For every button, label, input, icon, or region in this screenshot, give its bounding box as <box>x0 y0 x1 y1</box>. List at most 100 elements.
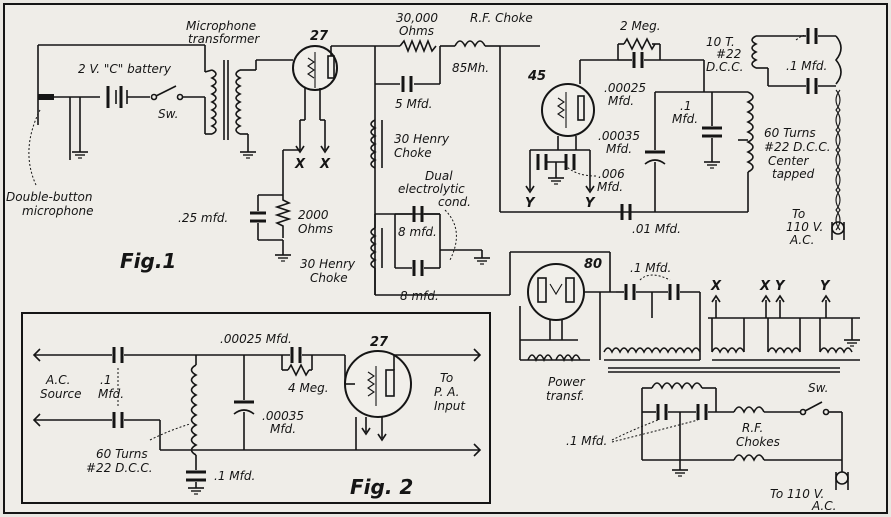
cap-1mfd-line-label: .1 Mfd. <box>786 59 827 73</box>
choke-30henry-1 <box>370 119 383 169</box>
microphone-transformer <box>204 60 257 159</box>
outer-frame <box>3 3 888 514</box>
cap-5mfd <box>374 46 441 295</box>
cathode-bias-network <box>250 149 300 262</box>
cap-1mfd-power-label: .1 Mfd. <box>566 434 607 448</box>
tank-circuit <box>702 60 754 212</box>
rf-choke-85mh <box>454 40 500 48</box>
resistor-30000 <box>375 38 455 54</box>
fig2-cap-00035-label-1: .00035 <box>262 409 304 423</box>
mic-transformer-label-1: Microphone <box>186 19 256 33</box>
fig2-cap-00035-label-2: Mfd. <box>270 422 296 436</box>
fig2-circuit <box>21 312 491 504</box>
sw2-label: Sw. <box>808 381 828 395</box>
cap-01-label: .01 Mfd. <box>632 222 681 236</box>
cap-00035-variable <box>644 91 704 212</box>
choke-30h-label-2: Choke <box>394 146 432 160</box>
svg-text:Y: Y <box>525 196 536 211</box>
fig2-cap-00025-label: .00025 Mfd. <box>220 332 292 346</box>
cap-006-label-2: Mfd. <box>597 180 623 194</box>
power-transformer: X X Y Y <box>603 279 861 373</box>
rf-chokes-label-2: Chokes <box>736 435 780 449</box>
coupling-coil-10t <box>751 28 845 240</box>
fig2-ac-source-label-2: Source <box>40 387 81 401</box>
to-110v-label-1: To <box>792 207 805 221</box>
fig1-title: Fig.1 <box>120 249 176 273</box>
to-110v-label-2: 110 V. <box>786 220 823 234</box>
cap-00035-label-1: .00035 <box>598 129 640 143</box>
power-transf-label-1: Power <box>548 375 586 389</box>
microphone-label-1: Double-button <box>6 190 92 204</box>
cap-1mfd-tank-label-1: .1 <box>680 99 691 113</box>
power-transf-label-2: transf. <box>546 389 585 403</box>
line-filter <box>611 382 849 490</box>
tube-27: X X <box>256 45 375 172</box>
coil-10t-label-3: D.C.C. <box>706 60 743 74</box>
coil-60t-label-4: tapped <box>772 167 815 181</box>
microphone-label-2: microphone <box>22 204 93 218</box>
svg-text:Y: Y <box>775 279 786 294</box>
fig2-to-pa-label-2: P. A. <box>434 385 459 399</box>
coil-10t-label-1: 10 T. <box>706 35 735 49</box>
svg-text:X: X <box>294 157 306 172</box>
fig2-coil-60t-label-1: 60 Turns <box>96 447 148 461</box>
cap-00025-label-1: .00025 <box>604 81 646 95</box>
dual-electrolytic-label-3: cond. <box>438 195 471 209</box>
cap-1mfd-tank-label-2: Mfd. <box>672 112 698 126</box>
fig2-title: Fig. 2 <box>350 475 413 499</box>
svg-text:X: X <box>759 279 771 294</box>
resistor-30000-label-1: 30,000 <box>396 11 438 25</box>
cap-5mfd-label: 5 Mfd. <box>395 97 432 111</box>
coil-10t-label-2: #22 <box>716 47 741 61</box>
to-110v-2-label-2: A.C. <box>811 499 836 513</box>
switch-sw1-label: Sw. <box>158 107 178 121</box>
tube-80-rectifier <box>509 251 616 363</box>
dual-electrolytic-label-2: electrolytic <box>398 182 465 196</box>
cap-8mfd-bottom-label: 8 mfd. <box>400 289 439 303</box>
svg-text:Y: Y <box>585 196 596 211</box>
c-battery-label: 2 V. "C" battery <box>78 62 172 76</box>
double-button-microphone <box>28 44 206 186</box>
choke-30h-2-label-1: 30 Henry <box>300 257 356 271</box>
to-110v-label-3: A.C. <box>789 233 814 247</box>
fig2-to-pa-label-3: Input <box>434 399 466 413</box>
grid-leak-2meg <box>617 37 704 68</box>
cap-80-1mfd-label: .1 Mfd. <box>630 261 671 275</box>
svg-text:X: X <box>710 279 722 294</box>
filter-caps-80 <box>599 274 701 360</box>
cap-00025-label-2: Mfd. <box>608 94 634 108</box>
to-110v-2-label-1: To 110 V. <box>770 487 824 501</box>
fig2-cap-1mfd-label-1: .1 <box>100 373 111 387</box>
svg-text:X: X <box>319 157 331 172</box>
switch-sw1 <box>150 85 206 110</box>
resistor-30000-label-2: Ohms <box>399 24 434 38</box>
coil-60t-label-3: Center <box>768 154 809 168</box>
fig2-cap-1mfd-label-2: Mfd. <box>98 387 124 401</box>
rf-choke-label: R.F. Choke <box>470 11 533 25</box>
tube-27-label: 27 <box>310 29 329 44</box>
res-2000-label-1: 2000 <box>298 208 329 222</box>
choke-30h-2-label-2: Choke <box>310 271 348 285</box>
tube-45: Y Y <box>499 45 748 213</box>
tube-45-label: 45 <box>527 69 546 84</box>
res-2000-label-2: Ohms <box>298 222 333 236</box>
c-battery <box>106 86 150 108</box>
fig2-ac-source-label-1: A.C. <box>45 373 70 387</box>
cap-025-label: .25 mfd. <box>178 211 228 225</box>
fig2-res-4meg-label: 4 Meg. <box>288 381 329 395</box>
cap-006-label-1: .006 <box>598 167 625 181</box>
fig2-tube-27-label: 27 <box>370 335 389 350</box>
coil-60t-label-2: #22 D.C.C. <box>764 140 831 154</box>
svg-text:Y: Y <box>820 279 831 294</box>
coil-60t-label-1: 60 Turns <box>764 126 816 140</box>
fig2-cap-1mfd-bottom-label: .1 Mfd. <box>214 469 255 483</box>
cap-00035-label-2: Mfd. <box>606 142 632 156</box>
fig2-to-pa-label-1: To <box>440 371 453 385</box>
cap-01mfd <box>620 204 632 220</box>
mic-transformer-label-2: transformer <box>188 32 260 46</box>
res-2meg-label: 2 Meg. <box>620 19 661 33</box>
fig1-circuit: Double-button microphone 2 V. "C" batter… <box>6 11 861 513</box>
cap-8mfd-top-label: 8 mfd. <box>398 225 437 239</box>
fig2-coil-60t-label-2: #22 D.C.C. <box>86 461 153 475</box>
